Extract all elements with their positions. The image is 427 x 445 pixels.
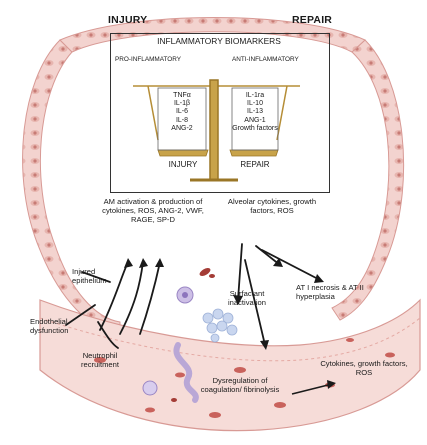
at-necrosis-label: AT I necrosis & AT II hyperplasia <box>296 283 364 301</box>
right-pan-item: IL-1ra <box>245 92 265 99</box>
alveolar-wall-right <box>331 39 405 321</box>
left-pan-item: IL-6 <box>175 108 189 116</box>
right-pan-item: ANG-1 <box>244 116 266 124</box>
left-pan-item: IL-1β <box>173 100 191 108</box>
surfactant-inactivation-label: Surfactant inactivation <box>228 289 266 307</box>
biomarker-title: INFLAMMATORY BIOMARKERS <box>157 36 281 46</box>
left-pan-label: INJURY <box>168 160 198 169</box>
left-pan-item: ANG-2 <box>171 124 193 132</box>
capillary-inner-edge <box>39 317 421 362</box>
header-repair: REPAIR <box>292 14 333 26</box>
right-pan-item: Growth factors <box>232 124 278 132</box>
alveolar-wall-top <box>59 17 366 53</box>
alveolar-wall <box>22 39 121 336</box>
alveolar-cytokines-label: Alveolar cytokines, growth factors, ROS <box>227 197 317 215</box>
cytokines-growth-label: Cytokines, growth factors, ROS <box>320 359 408 377</box>
surfactant-cluster <box>202 308 238 343</box>
injured-epithelium-label: Injured epithelium <box>72 267 107 285</box>
header-injury: INJURY <box>108 14 148 26</box>
left-pan-items: TNFα IL-1β IL-6 IL-8 ANG-2 <box>160 92 204 133</box>
scale-pans <box>157 87 279 157</box>
bottom-arrowhead <box>327 380 336 389</box>
neutrophil-recruitment-label: Neutrophil recruitment <box>81 351 119 369</box>
neutrophils <box>142 286 199 403</box>
anti-inflammatory-label: ANTI-INFLAMMATORY <box>232 56 299 63</box>
dysregulation-label: Dysregulation of coagulation/ fibrinolys… <box>200 376 280 394</box>
left-pan-item: TNFα <box>173 92 191 99</box>
pro-inflammatory-label: PRO-INFLAMMATORY <box>115 56 182 63</box>
right-pan-items: IL-1ra IL-10 IL-13 ANG-1 Growth factors <box>232 92 278 133</box>
biomarker-box <box>110 33 330 193</box>
bottom-arrow <box>291 383 333 395</box>
endothelial-dysfunction-label: Endothelial dysfunction <box>30 317 69 335</box>
left-pan-item: IL-8 <box>175 116 189 124</box>
right-pan-item: IL-13 <box>247 108 263 116</box>
debris <box>171 268 215 402</box>
right-pan-item: IL-10 <box>247 100 263 108</box>
arrowheads <box>124 258 324 350</box>
am-activation-label: AM activation & production of cytokines,… <box>102 197 204 224</box>
right-pan-label: REPAIR <box>240 160 270 169</box>
capillary-vessel <box>39 298 421 432</box>
balance-scale <box>133 79 300 182</box>
